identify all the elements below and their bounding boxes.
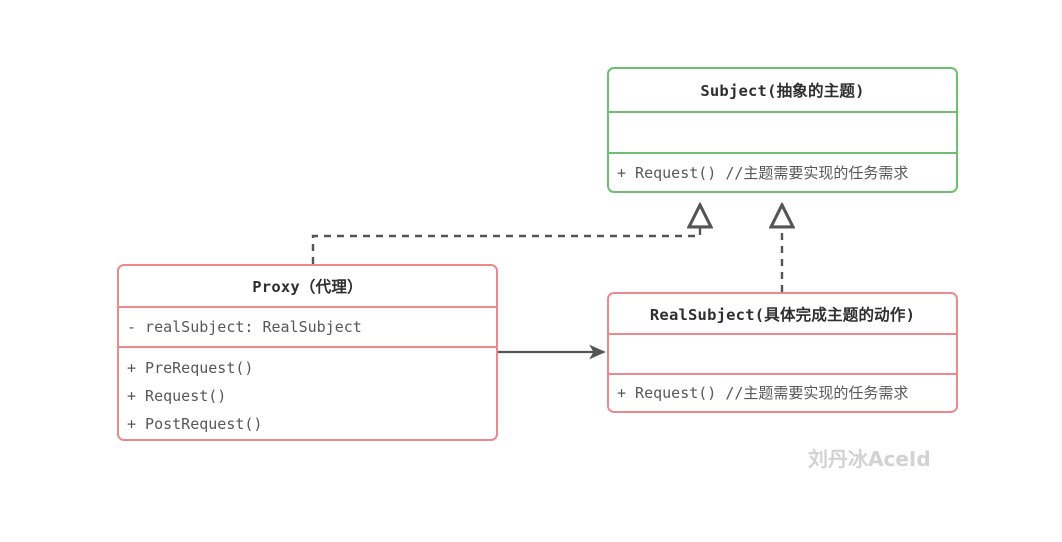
uml-class-subject[interactable]: Subject(抽象的主题) + Request() //主题需要实现的任务需求 [607, 67, 958, 193]
uml-class-proxy-name: Proxy（代理） [252, 278, 363, 296]
uml-attribute: - realSubject: RealSubject [127, 318, 362, 336]
uml-operation: + Request() //主题需要实现的任务需求 [617, 384, 909, 402]
uml-class-realsubject-attributes [609, 333, 956, 373]
watermark-text: 刘丹冰AceId [808, 447, 931, 471]
uml-class-realsubject-name: RealSubject(具体完成主题的动作) [649, 305, 916, 324]
uml-operation: + PostRequest() [127, 414, 263, 433]
uml-class-proxy-attributes: - realSubject: RealSubject [119, 306, 496, 346]
uml-operation: + Request() [127, 386, 227, 405]
uml-class-subject-operations: + Request() //主题需要实现的任务需求 [609, 152, 956, 191]
uml-operation: + PreRequest() [127, 358, 254, 377]
uml-class-subject-attributes [609, 111, 956, 152]
uml-class-proxy-operations: + PreRequest() + Request() + PostRequest… [119, 346, 496, 439]
uml-class-proxy[interactable]: Proxy（代理） - realSubject: RealSubject + P… [117, 264, 498, 441]
uml-class-subject-name: Subject(抽象的主题) [700, 82, 865, 100]
uml-class-realsubject[interactable]: RealSubject(具体完成主题的动作) + Request() //主题需… [607, 292, 958, 413]
uml-class-realsubject-operations: + Request() //主题需要实现的任务需求 [609, 373, 956, 411]
relation-proxy-realizes-subject [311, 206, 700, 264]
uml-operation: + Request() //主题需要实现的任务需求 [617, 163, 909, 182]
